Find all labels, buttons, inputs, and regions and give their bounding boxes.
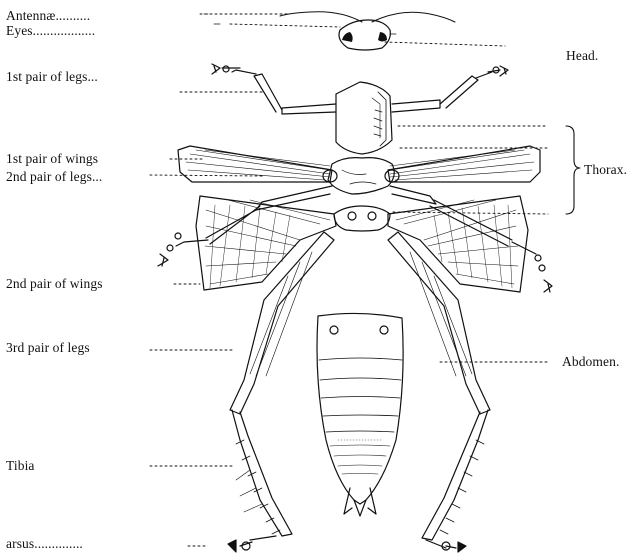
leader-head (385, 42, 505, 46)
legs-2 (158, 186, 552, 292)
thorax-brace (566, 126, 580, 214)
leader-legs2 (150, 175, 262, 176)
label-abdomen: Abdomen. (562, 354, 619, 369)
label-legs-3: 3rd pair of legs (6, 340, 90, 355)
label-thorax: Thorax. (584, 162, 627, 177)
label-tarsus: arsus.............. (6, 536, 83, 551)
legs-1 (212, 64, 508, 114)
wings-1 (178, 146, 540, 182)
head (280, 12, 455, 50)
label-wings-1: 1st pair of wings (6, 151, 98, 166)
label-wings-2: 2nd pair of wings (6, 276, 103, 291)
pronotum (336, 82, 392, 154)
label-legs-1: 1st pair of legs... (6, 69, 98, 84)
abdomen (317, 313, 403, 516)
wings-2 (196, 196, 528, 292)
thorax-center (328, 158, 394, 231)
label-head: Head. (566, 48, 598, 63)
leader-eyes (230, 24, 340, 27)
label-tibia: Tibia (6, 458, 35, 473)
label-legs-2: 2nd pair of legs... (6, 169, 102, 184)
decorative-speckles (204, 14, 396, 34)
label-antennae: Antennæ.......... (6, 8, 90, 23)
label-eyes: Eyes.................. (6, 23, 95, 38)
